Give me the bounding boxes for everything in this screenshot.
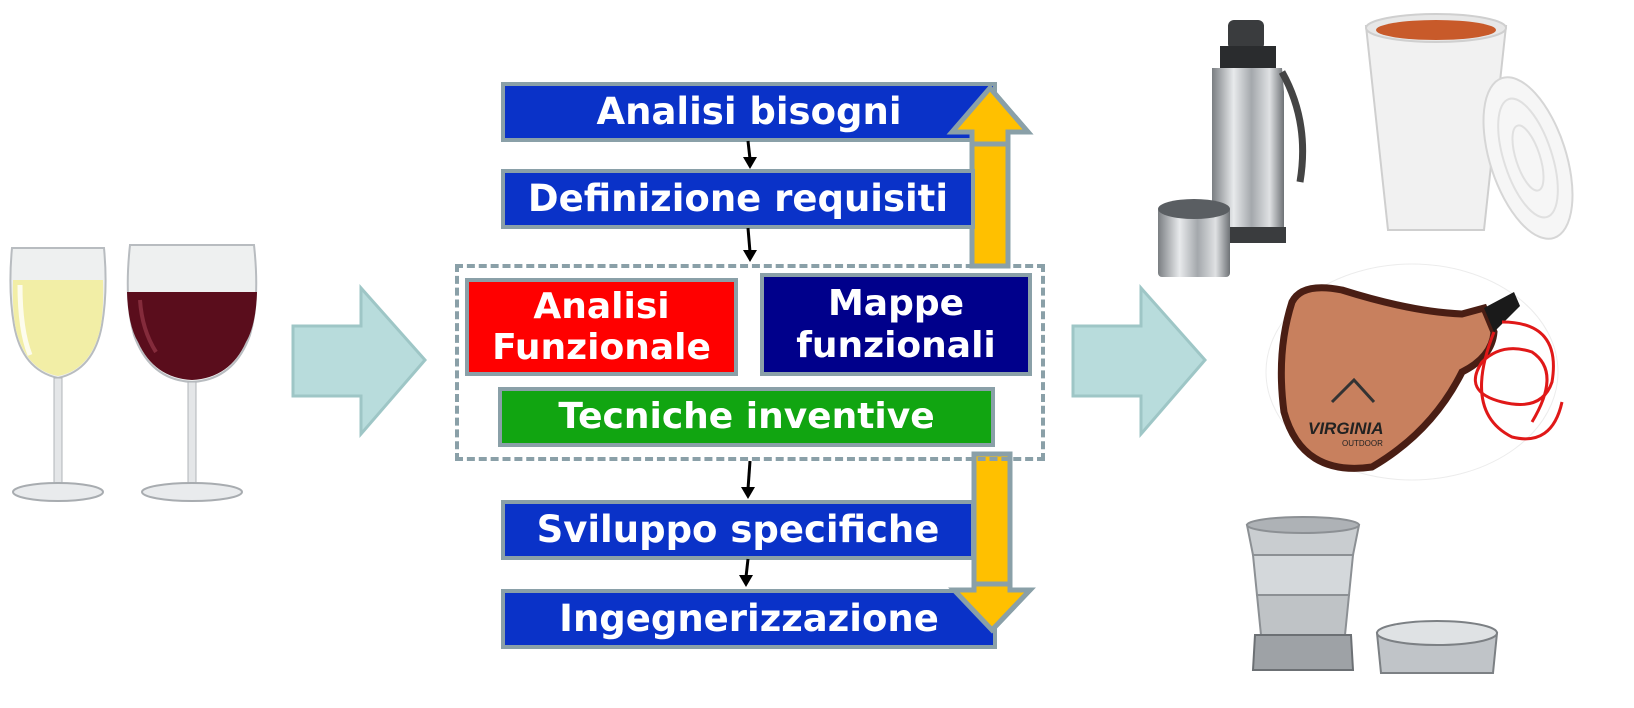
leather-flask-image: VIRGINIA OUTDOOR xyxy=(1265,263,1564,481)
tool-label: Mappe funzionali xyxy=(796,283,996,366)
thermos-image xyxy=(1158,20,1307,277)
stage-label: Definizione requisiti xyxy=(527,176,949,220)
output-arrow-icon xyxy=(1071,284,1207,439)
stage-label: Analisi bisogni xyxy=(596,89,902,133)
tool-mappe-funzionali: Mappe funzionali xyxy=(760,273,1032,376)
connector-arrow-icon xyxy=(741,460,755,499)
tool-analisi-funzionale: Analisi Funzionale xyxy=(465,278,738,376)
stage-label: Sviluppo specifiche xyxy=(536,507,940,551)
connector-arrow-icon xyxy=(739,558,753,587)
tool-label: Tecniche inventive xyxy=(558,396,935,438)
stage-analisi-bisogni: Analisi bisogni xyxy=(501,82,997,142)
feedback-up-arrow-head-icon xyxy=(946,84,1034,147)
foam-cup-image xyxy=(1364,13,1574,240)
tool-label: Analisi Funzionale xyxy=(492,285,711,368)
input-arrow-icon xyxy=(291,284,427,439)
flask-brand-sub-text: OUTDOOR xyxy=(1342,439,1383,448)
collapsible-cup-image xyxy=(1245,515,1507,691)
stage-sviluppo-specifiche: Sviluppo specifiche xyxy=(501,500,975,560)
wine-glasses-image xyxy=(9,244,258,502)
connector-arrow-icon xyxy=(743,227,757,262)
toolbox-container xyxy=(455,264,1045,461)
stage-ingegnerizzazione: Ingegnerizzazione xyxy=(501,589,997,649)
feedback-down-arrow-head-icon xyxy=(948,581,1036,634)
stage-label: Ingegnerizzazione xyxy=(559,596,939,640)
flask-brand-text: VIRGINIA xyxy=(1308,419,1384,438)
white-wine-glass-icon xyxy=(9,247,107,502)
red-wine-glass-icon xyxy=(126,244,258,502)
connector-arrow-icon xyxy=(743,140,757,169)
stage-definizione-requisiti: Definizione requisiti xyxy=(501,169,975,229)
tool-tecniche-inventive: Tecniche inventive xyxy=(498,387,995,447)
